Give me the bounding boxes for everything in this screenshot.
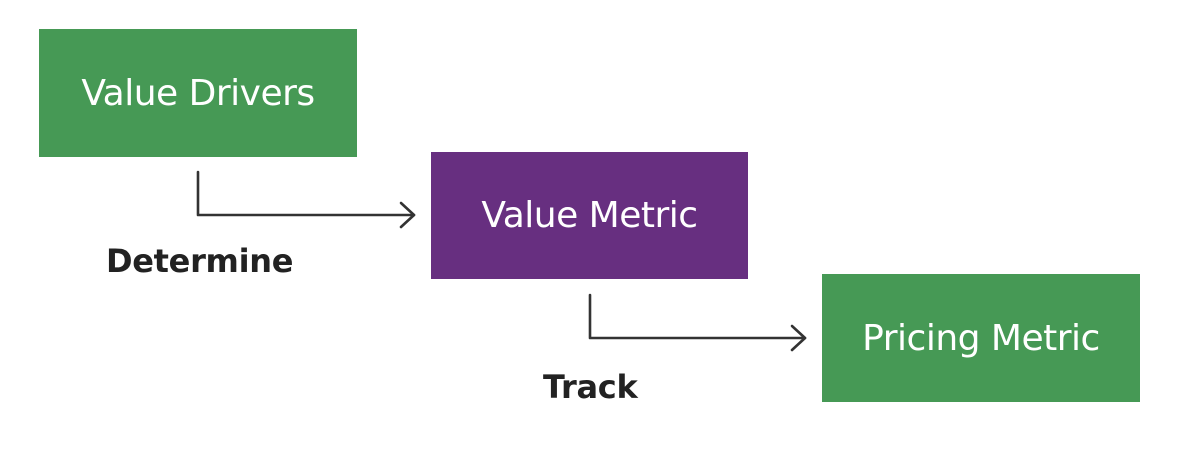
arrow-drivers-to-value-metric-line [196,170,416,217]
edge-label-track: Track [543,368,638,406]
arrow-value-metric-to-pricing-line [588,293,807,340]
node-value-drivers-label: Value Drivers [81,72,315,114]
arrow-value-metric-to-pricing [588,293,807,352]
node-value-metric-label: Value Metric [481,195,698,236]
arrow-drivers-to-value-metric-head [399,201,416,229]
edge-label-determine: Determine [106,242,294,280]
arrow-drivers-to-value-metric [196,170,416,229]
arrow-value-metric-to-pricing-head [790,324,807,352]
node-pricing-metric-label: Pricing Metric [862,317,1100,359]
node-value-drivers: Value Drivers [39,29,357,157]
node-pricing-metric: Pricing Metric [822,274,1140,402]
node-value-metric: Value Metric [431,152,748,279]
